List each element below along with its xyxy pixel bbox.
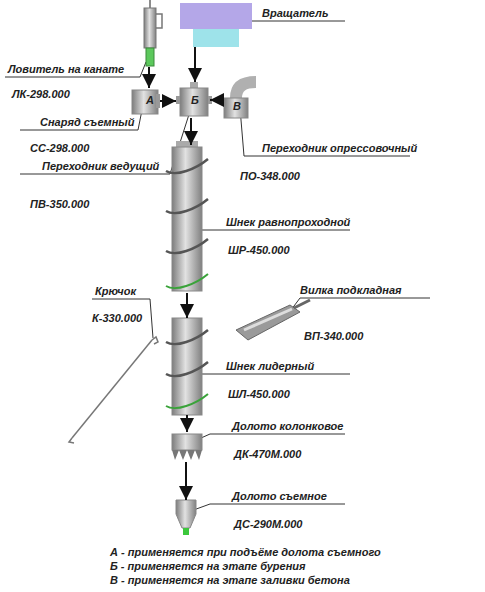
catcher-symbol [144, 0, 162, 66]
adapter-symbol [176, 82, 212, 116]
fork-symbol [236, 300, 310, 340]
stage-letter: Б [191, 94, 199, 107]
part-name: Снаряд съемный [40, 116, 134, 129]
assembly-arrow [186, 293, 188, 318]
auger-symbol [166, 318, 208, 415]
part-node: Вилка подкладнаяВП-340.000 [232, 300, 302, 344]
note-line: В - применяется на этапе заливки бетона [110, 574, 350, 587]
part-name: Шнек лидерный [226, 360, 314, 373]
part-name: Вращатель [262, 7, 328, 20]
part-node: Ловитель на канатеЛК-298.000 [138, 5, 162, 67]
assembly-arrow [190, 118, 192, 145]
part-node: Переходник опрессовочныйПО-348.000 [222, 80, 258, 118]
part-name: Переходник ведущий [42, 160, 159, 173]
part-name: Долото колонковое [232, 420, 343, 433]
leader-lines [5, 21, 430, 512]
part-node: Долото съемноеДС-290М.000 [174, 500, 198, 536]
part-node: Шнек лидерныйШЛ-450.000 [168, 318, 206, 415]
part-code: ШЛ-450.000 [228, 388, 290, 401]
auger-symbol [166, 141, 208, 291]
stage-letter: В [233, 100, 241, 113]
part-code: К-330.000 [92, 312, 142, 325]
part-node: Снаряд съемныйСС-298.000 [130, 88, 160, 114]
part-name: Переходник опрессовочный [262, 142, 417, 155]
part-code: ВП-340.000 [304, 330, 363, 343]
part-name: Крючок [95, 285, 136, 298]
stage-letter: А [146, 94, 154, 107]
part-node: Вращатель [180, 3, 252, 47]
core-bit-symbol [172, 434, 202, 460]
projectile-symbol [132, 90, 160, 114]
rotator-symbol [180, 3, 252, 47]
assembly-arrow [148, 67, 150, 88]
assembly-arrow [160, 100, 176, 102]
assembly-arrow [185, 462, 187, 500]
part-code: ДС-290М.000 [234, 518, 302, 531]
elbow-symbol [224, 82, 256, 118]
part-code: ШР-450.000 [228, 244, 290, 257]
note-line: А - применяется при подъёме долота съемн… [110, 546, 381, 559]
part-node: Шнек равнопроходнойШР-450.000 [168, 145, 206, 293]
part-name: Шнек равнопроходной [226, 216, 350, 229]
part-name: Ловитель на канате [8, 63, 124, 76]
bit-symbol [176, 500, 196, 535]
part-code: ПО-348.000 [240, 170, 300, 183]
part-code: ДК-470М.000 [234, 448, 301, 461]
part-name: Вилка подкладная [300, 284, 401, 297]
part-code: ЛК-298.000 [12, 88, 70, 101]
part-code: ПВ-350.000 [30, 198, 89, 211]
assembly-arrow [210, 99, 222, 101]
part-code: СС-298.000 [30, 142, 89, 155]
assembly-arrow [186, 415, 188, 432]
part-node: КрючокК-330.000 [68, 335, 158, 443]
part-name: Долото съемное [232, 490, 327, 503]
assembly-arrow [194, 47, 196, 82]
hook-symbol [69, 337, 158, 443]
part-node: Долото колонковоеДК-470М.000 [168, 432, 206, 462]
note-line: Б - применяется на этапе бурения [110, 560, 306, 573]
